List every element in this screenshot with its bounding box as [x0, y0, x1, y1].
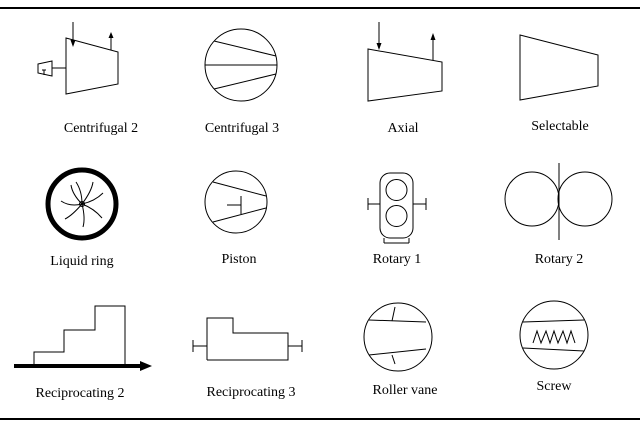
caption-rotary-2: Rotary 2: [534, 252, 584, 267]
rotary-1-symbol[interactable]: [367, 172, 427, 244]
caption-rotary-1: Rotary 1: [372, 252, 422, 267]
caption-liquid-ring: Liquid ring: [50, 254, 114, 269]
roller-vane-symbol[interactable]: [363, 302, 433, 372]
caption-reciprocating-2: Reciprocating 2: [35, 386, 125, 401]
selectable-symbol[interactable]: [519, 34, 599, 101]
caption-centrifugal-2: Centrifugal 2: [63, 121, 139, 136]
liquid-ring-symbol[interactable]: [45, 167, 119, 241]
top-border: [0, 7, 640, 9]
piston-symbol[interactable]: [204, 170, 268, 234]
caption-roller-vane: Roller vane: [372, 383, 438, 398]
reciprocating-3-symbol[interactable]: [192, 317, 303, 361]
axial-symbol[interactable]: [367, 22, 443, 102]
rotary-2-symbol[interactable]: [504, 163, 613, 240]
reciprocating-2-symbol[interactable]: [14, 305, 152, 371]
centrifugal-3-symbol[interactable]: [204, 28, 278, 102]
screw-symbol[interactable]: [519, 300, 589, 370]
bottom-border: [0, 418, 640, 420]
caption-reciprocating-3: Reciprocating 3: [206, 385, 296, 400]
caption-screw: Screw: [536, 379, 572, 394]
caption-centrifugal-3: Centrifugal 3: [204, 121, 280, 136]
caption-axial: Axial: [387, 121, 419, 136]
centrifugal-2-symbol[interactable]: [37, 22, 119, 95]
caption-piston: Piston: [221, 252, 257, 267]
caption-selectable: Selectable: [531, 119, 589, 134]
